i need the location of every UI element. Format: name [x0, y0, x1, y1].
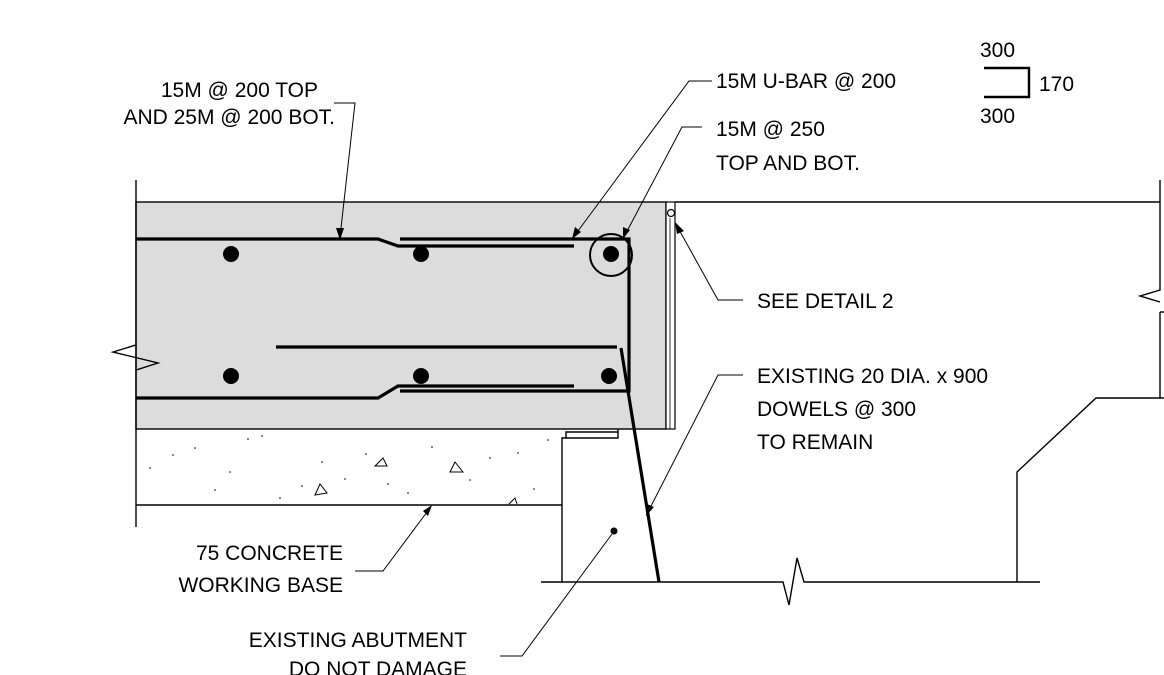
abutment-leader-dot [610, 527, 618, 535]
existing-abutment [541, 180, 1164, 606]
note-dowels-line2: DOWELS @ 300 [757, 398, 916, 421]
note-dowels-line3: TO REMAIN [757, 431, 873, 454]
note-abutment-line2: DO NOT DAMAGE [289, 658, 467, 675]
note-working-base-line1: 75 CONCRETE [196, 542, 343, 565]
left-break-line [110, 180, 161, 527]
note-long-bar-line2: TOP AND BOT. [716, 152, 860, 175]
leader-lines [334, 80, 743, 657]
note-see-detail: SEE DETAIL 2 [757, 290, 894, 313]
working-base [136, 435, 562, 506]
dim-ubar-bottom-leg: 300 [980, 105, 1015, 128]
note-abutment-line1: EXISTING ABUTMENT [249, 629, 467, 652]
detail-callout-circle [589, 233, 633, 277]
existing-dowel [619, 347, 661, 583]
approach-slab [135, 201, 676, 430]
note-top-bar-line1: 15M @ 200 TOP [161, 79, 318, 102]
ubar-shape-icon [984, 66, 1031, 99]
joint-seal-symbol [666, 208, 676, 218]
note-dowels-line1: EXISTING 20 DIA. x 900 [757, 365, 988, 388]
longitudinal-bar-sections [223, 246, 619, 384]
dim-ubar-height: 170 [1039, 73, 1074, 96]
note-working-base-line2: WORKING BASE [178, 574, 343, 597]
note-top-bar-line2: AND 25M @ 200 BOT. [123, 106, 335, 129]
dim-ubar-top-leg: 300 [980, 39, 1015, 62]
note-long-bar-line1: 15M @ 250 [716, 118, 825, 141]
note-ubar: 15M U-BAR @ 200 [716, 70, 896, 93]
reinforcement-bars [136, 237, 631, 400]
